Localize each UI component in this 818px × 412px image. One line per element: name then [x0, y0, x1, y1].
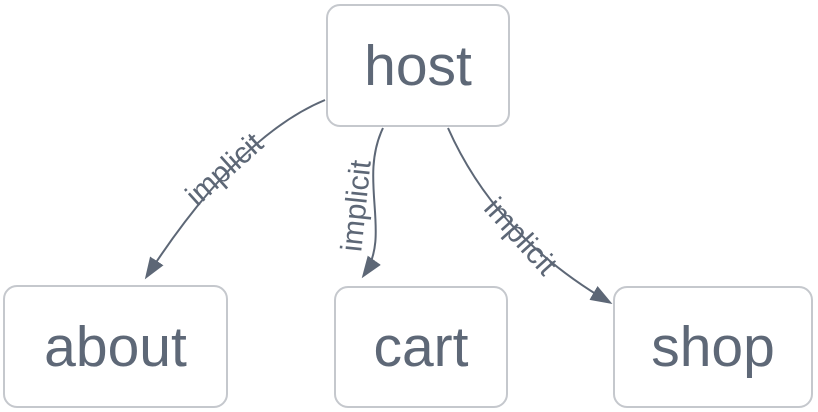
- node-shop-label: shop: [651, 315, 775, 379]
- node-about[interactable]: about: [3, 285, 228, 408]
- edge-host-cart: [361, 127, 384, 279]
- node-about-label: about: [44, 314, 187, 379]
- node-cart[interactable]: cart: [334, 286, 508, 408]
- node-cart-label: cart: [373, 315, 469, 379]
- edge-host-about: [144, 99, 326, 280]
- node-shop[interactable]: shop: [613, 286, 813, 408]
- node-host[interactable]: host: [326, 4, 510, 127]
- node-host-label: host: [364, 33, 472, 98]
- edge-host-shop: [447, 127, 613, 305]
